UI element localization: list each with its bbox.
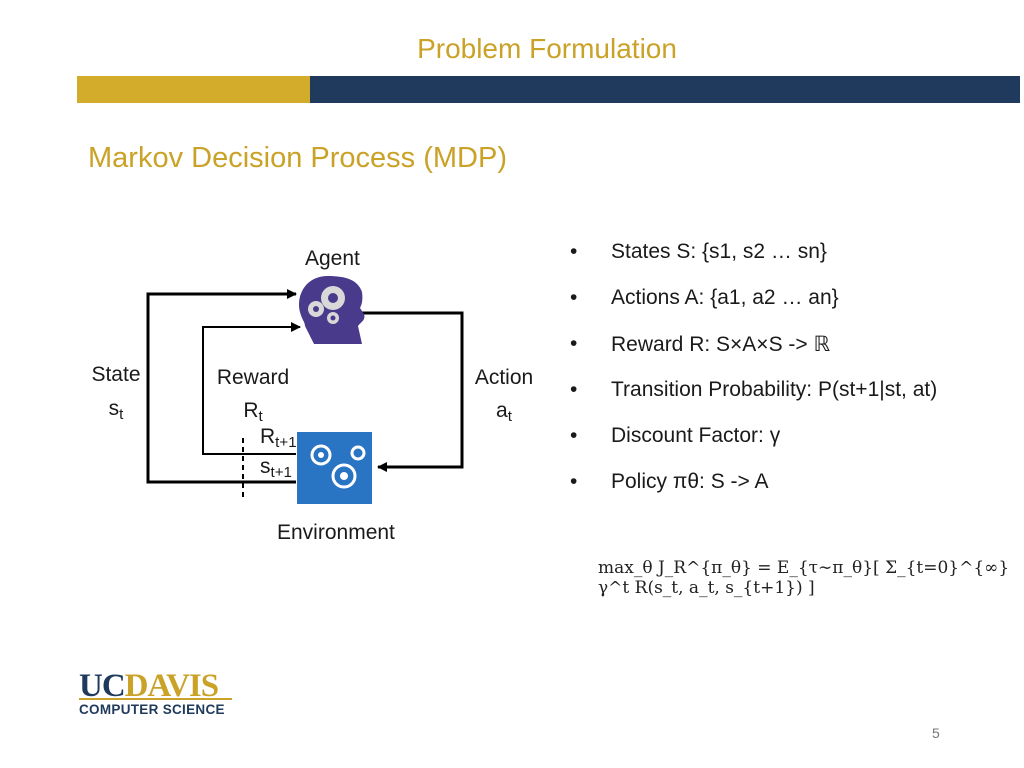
action-label: Action xyxy=(474,366,534,389)
page-number: 5 xyxy=(932,725,940,741)
next-reward-symbol: Rt+1 xyxy=(260,425,297,452)
action-arrow xyxy=(362,311,464,472)
mdp-definition-list: States S: {s1, s2 … sn} Actions A: {a1, … xyxy=(568,240,937,516)
action-symbol: at xyxy=(496,399,512,426)
agent-label: Agent xyxy=(305,247,360,270)
reward-arrow xyxy=(202,322,301,455)
next-state-symbol: st+1 xyxy=(260,455,292,482)
header-bar-gold xyxy=(77,76,310,103)
state-label: State xyxy=(91,363,141,386)
reward-symbol: Rt xyxy=(243,399,263,426)
section-title: Markov Decision Process (MDP) xyxy=(88,142,507,174)
bullet-discount: Discount Factor: γ xyxy=(568,424,937,470)
header-bar-navy xyxy=(310,76,1020,103)
gears-icon xyxy=(297,432,372,504)
logo-subtitle: COMPUTER SCIENCE xyxy=(79,702,225,717)
state-symbol: st xyxy=(108,397,124,424)
slide-title: Problem Formulation xyxy=(417,33,677,64)
bullet-reward: Reward R: S×A×S -> ℝ xyxy=(568,332,937,378)
bullet-actions: Actions A: {a1, a2 … an} xyxy=(568,286,937,332)
head-gears-icon xyxy=(299,276,365,344)
objective-formula: max_θ J_R^{π_θ} = E_{τ∼π_θ}[ Σ_{t=0}^{∞}… xyxy=(598,558,1010,598)
reward-label: Reward xyxy=(216,366,290,389)
bullet-states: States S: {s1, s2 … sn} xyxy=(568,240,937,286)
environment-label: Environment xyxy=(277,521,395,544)
bullet-transition: Transition Probability: P(st+1|st, at) xyxy=(568,378,937,424)
bullet-policy: Policy πθ: S -> A xyxy=(568,470,937,516)
logo-divider xyxy=(79,698,232,700)
state-arrow xyxy=(146,289,297,484)
